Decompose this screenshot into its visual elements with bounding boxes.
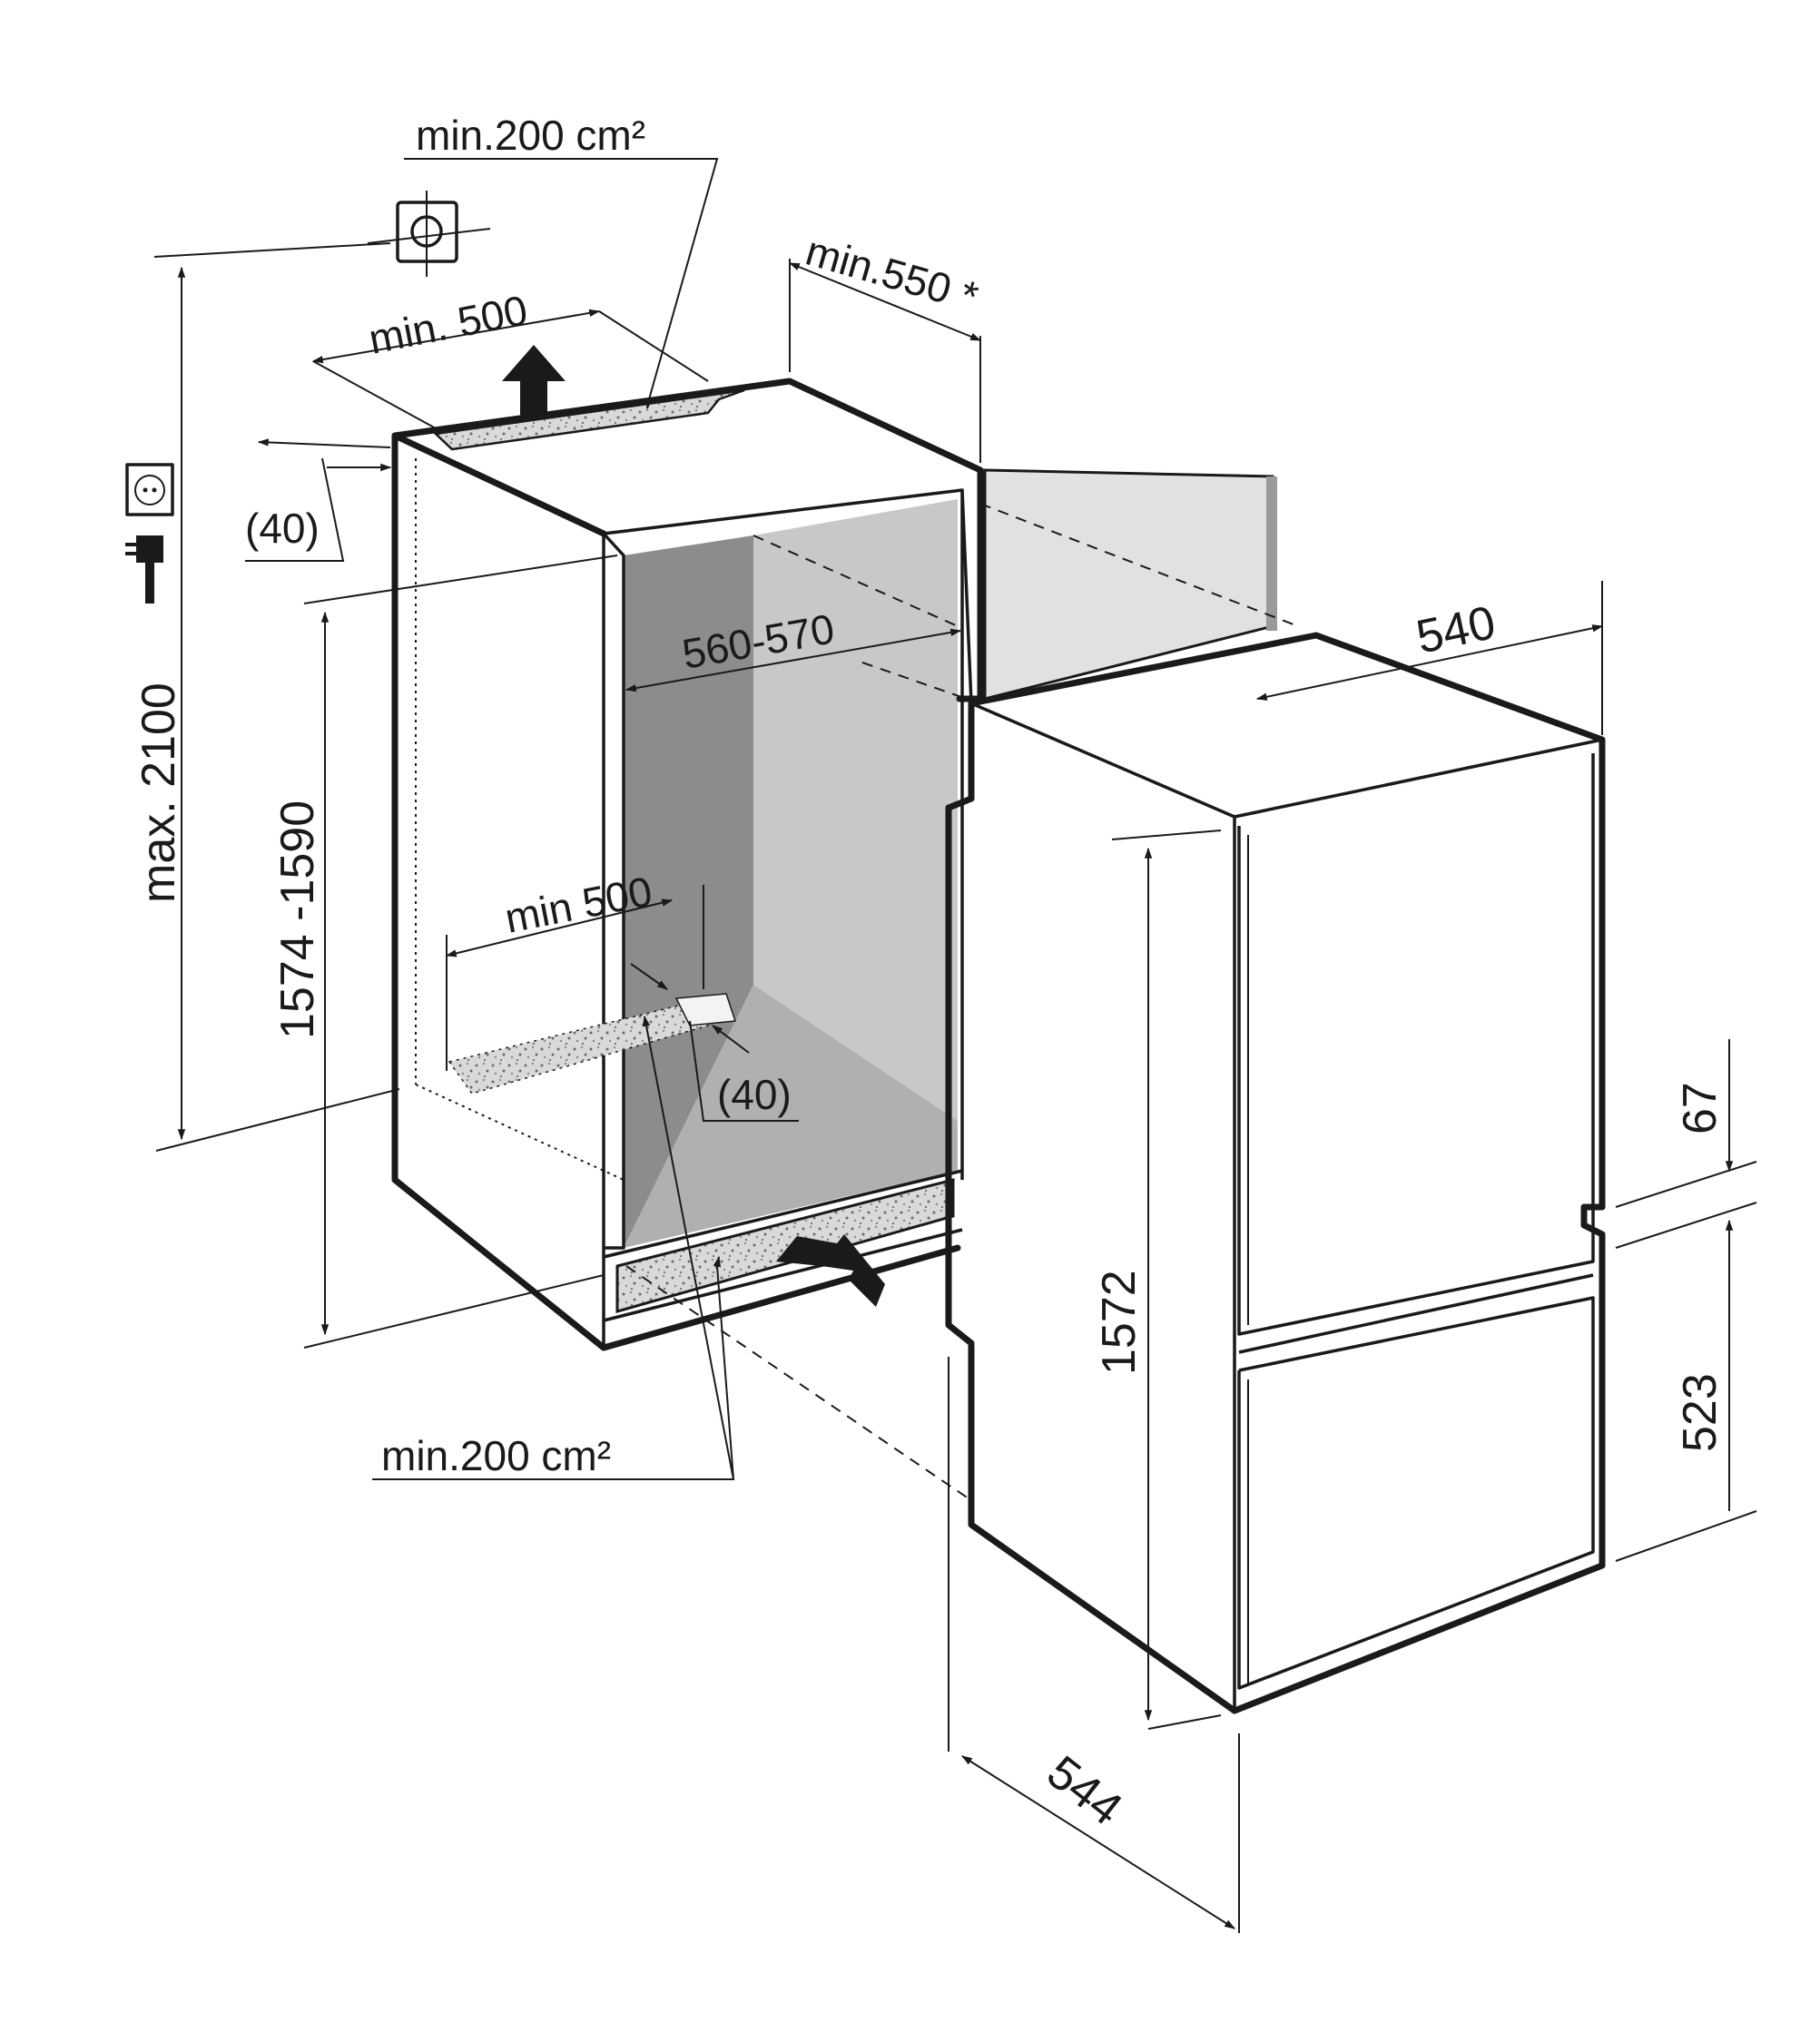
max-height-label: max. 2100 [133,682,185,903]
plug-icon [125,535,163,604]
dimension-lines [125,158,1757,1933]
vent-top-area-label: min.200 cm² [416,112,645,159]
niche-floor [624,985,958,1248]
niche [391,378,1299,1507]
top-vent-strip [433,388,745,451]
appliance-front [1235,740,1602,1711]
vent-bottom-area-label: min.200 cm² [381,1432,611,1479]
appliance-width-label: 540 [1412,596,1500,664]
bottom-vent-strip [615,1178,955,1313]
bottom-gap-label: (40) [717,1071,792,1118]
target-icon [367,191,491,277]
socket-icon [125,463,174,516]
depth-min-label: min.550 * [801,227,983,321]
door-gap-label: 67 [1674,1082,1727,1134]
niche-left-wall [624,535,753,1248]
appliance-height-label: 1572 [1093,1270,1146,1375]
appliance-side [971,703,1235,1711]
top-opening-label: min. 500 [365,286,531,363]
appliance-depth-label: 544 [1038,1746,1132,1836]
niche-height-label: 1574 -1590 [271,800,324,1039]
top-gap-label: (40) [245,505,320,552]
bottom-airflow-arrow [776,1234,885,1307]
appliance [945,632,1606,1714]
lower-door-label: 523 [1674,1373,1727,1452]
top-airflow-arrow [502,345,566,419]
